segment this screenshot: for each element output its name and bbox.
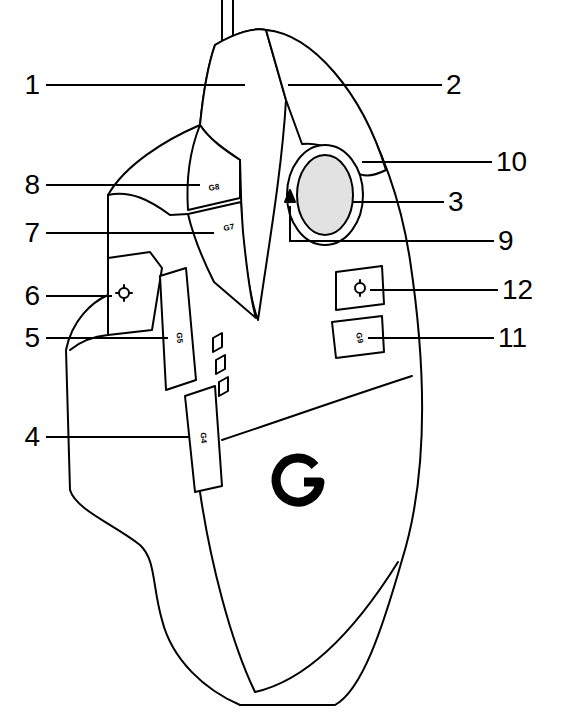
wheel-housing [287, 145, 363, 245]
g4-button [185, 386, 222, 492]
leader-line [46, 295, 112, 297]
callout-number: 9 [498, 227, 514, 255]
gear-icon [119, 288, 129, 298]
g-logo [276, 458, 320, 502]
button-label: G9 [354, 332, 364, 344]
g8-button [188, 125, 241, 210]
callout-number: 3 [448, 188, 464, 216]
gear-icon [116, 285, 132, 301]
callout-number: 7 [24, 219, 40, 247]
scroll-wheel [297, 155, 353, 235]
button-label: G5 [175, 332, 184, 343]
button-label: G7 [223, 223, 235, 233]
leader-line [46, 184, 200, 186]
button-label: G8 [208, 183, 220, 192]
button-label: G4 [199, 432, 208, 443]
mouse-body [66, 29, 422, 705]
leader-line [46, 436, 190, 438]
g5-button [160, 268, 196, 390]
callout-number: 4 [24, 423, 40, 451]
callout-number: 11 [498, 324, 527, 352]
dpi-shift-button [108, 252, 162, 335]
leader-line [370, 289, 498, 291]
grip-slot [213, 333, 228, 396]
leader-line [46, 232, 214, 234]
palm-rest-edge [200, 376, 412, 692]
leader-line [288, 84, 442, 86]
callout-number: 10 [496, 148, 527, 176]
g7-button [188, 202, 256, 318]
leader-line [46, 84, 245, 86]
button-12 [336, 266, 384, 310]
gear-icon [355, 283, 365, 293]
leader-line [46, 337, 168, 339]
callout-number: 8 [24, 171, 40, 199]
leader-line [362, 161, 492, 163]
callout-number: 1 [24, 71, 40, 99]
callout-number: 5 [24, 324, 40, 352]
leader-line [352, 201, 444, 203]
leader-line [368, 337, 494, 339]
callout-number: 6 [24, 282, 40, 310]
callout-number: 2 [446, 71, 462, 99]
callout-number: 12 [502, 276, 533, 304]
gear-icon [359, 280, 361, 296]
wheel-unlock-arrow [285, 190, 295, 202]
